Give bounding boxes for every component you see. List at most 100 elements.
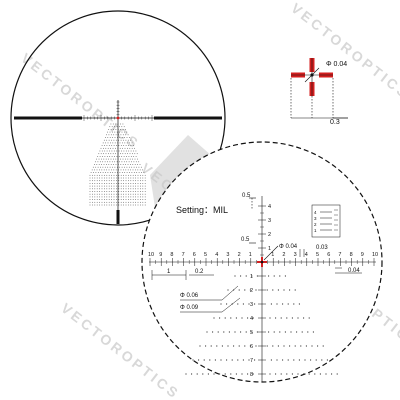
tree-dot: [117, 147, 119, 149]
tree-dot: [135, 191, 136, 192]
watermark-2: VECTOROPTICS: [288, 0, 400, 102]
zoom-tree-dot: [255, 289, 257, 291]
tree-dot: [135, 196, 136, 198]
tree-dot: [96, 183, 98, 184]
tree-dot: [113, 183, 115, 184]
zoom-tree-dot: [315, 359, 317, 361]
tree-dot: [116, 131, 118, 133]
tree-dot: [138, 166, 140, 168]
tree-dot: [116, 201, 117, 203]
zoom-tree-dot: [198, 359, 200, 361]
tree-dot: [106, 156, 108, 157]
zoom-tree-dot: [297, 317, 299, 319]
tree-dot: [110, 164, 112, 165]
zoom-tree-dot: [256, 331, 258, 333]
tree-dot: [119, 161, 120, 163]
tree-dot: [116, 196, 117, 198]
tree-dot: [104, 177, 105, 179]
tree-dot: [101, 193, 103, 195]
tree-dot: [116, 161, 118, 163]
zoom-tree-dot: [277, 345, 279, 347]
tree-dot: [123, 150, 125, 152]
center-detail: Φ 0.04 0.3: [290, 58, 348, 126]
tree-dot: [94, 183, 96, 184]
tree-dot: [111, 188, 112, 190]
tree-dot: [109, 150, 110, 152]
zoom-tree-dot: [247, 373, 249, 375]
tree-dot: [114, 142, 116, 144]
tree-dot: [135, 199, 136, 200]
tree-dot: [113, 188, 115, 190]
tree-dot: [130, 139, 132, 141]
tree-dot: [120, 169, 122, 171]
tree-dot: [113, 191, 115, 192]
zoom-tree-dot: [234, 331, 236, 333]
tree-dot: [102, 161, 104, 163]
zoom-tree-dot: [235, 317, 237, 319]
tree-dot: [125, 169, 127, 171]
zoom-tree-dot: [248, 303, 250, 305]
zoom-tree-dot: [308, 317, 310, 319]
zoom-tree-dot: [304, 359, 306, 361]
v-bottom-label: 7: [250, 358, 253, 364]
tree-dot: [118, 185, 120, 187]
tree-dot: [132, 174, 134, 176]
tree-dot: [140, 188, 141, 190]
tree-dot: [102, 142, 104, 144]
tree-dot: [107, 161, 108, 163]
zoom-tree-dot: [213, 373, 215, 375]
tree-dot: [115, 153, 116, 155]
tree-dot: [115, 164, 117, 165]
tree-dot: [112, 172, 114, 173]
tree-dot: [99, 150, 101, 152]
tree-dot: [123, 193, 124, 195]
tree-dot: [116, 180, 117, 182]
tree-dot: [142, 204, 144, 206]
zoom-tree-dot: [280, 373, 282, 375]
tree-dot: [142, 180, 144, 182]
tree-dot: [109, 131, 111, 133]
h-scale-label: 4: [215, 252, 218, 258]
tree-dot: [140, 201, 141, 203]
tree-dot: [108, 191, 110, 192]
h-scale-label: 4: [305, 252, 308, 258]
tree-dot: [89, 191, 91, 192]
tree-dot: [111, 177, 112, 179]
tree-dot: [126, 161, 128, 163]
zoom-tree-dot: [191, 373, 193, 375]
tree-dot: [114, 166, 116, 168]
tree-dot: [89, 177, 91, 179]
h-scale-label: 8: [350, 252, 353, 258]
tree-dot: [116, 126, 118, 128]
tree-dot: [106, 174, 108, 176]
zoom-tree-dot: [296, 331, 298, 333]
tree-dot: [108, 188, 110, 190]
tree-dot: [116, 193, 117, 195]
tree-dot: [104, 185, 105, 187]
h-scale-label: 3: [226, 252, 229, 258]
tree-dot: [97, 156, 99, 157]
zoom-tree-dot: [252, 317, 254, 319]
tree-dot: [114, 161, 116, 163]
tree-dot: [124, 166, 125, 168]
zoom-tree-dot: [303, 373, 305, 375]
tree-dot: [128, 166, 130, 168]
tree-dot: [140, 166, 142, 168]
tree-dot: [119, 166, 121, 168]
tree-dot: [140, 177, 141, 179]
tree-dot: [137, 169, 139, 171]
tree-dot: [123, 185, 124, 187]
tree-dot: [99, 180, 100, 182]
tree-dot: [124, 137, 125, 138]
zoom-tree-dot: [275, 317, 277, 319]
ladder-label: 3: [314, 216, 317, 221]
tree-dot: [117, 158, 119, 160]
dot-09-label: Φ 0.09: [180, 305, 199, 311]
tree-dot: [130, 196, 132, 198]
tree-dot: [109, 161, 111, 163]
tree-dot: [103, 153, 104, 155]
zoom-tree-dot: [227, 345, 229, 347]
tree-dot: [114, 126, 115, 128]
tree-dot: [123, 199, 124, 200]
